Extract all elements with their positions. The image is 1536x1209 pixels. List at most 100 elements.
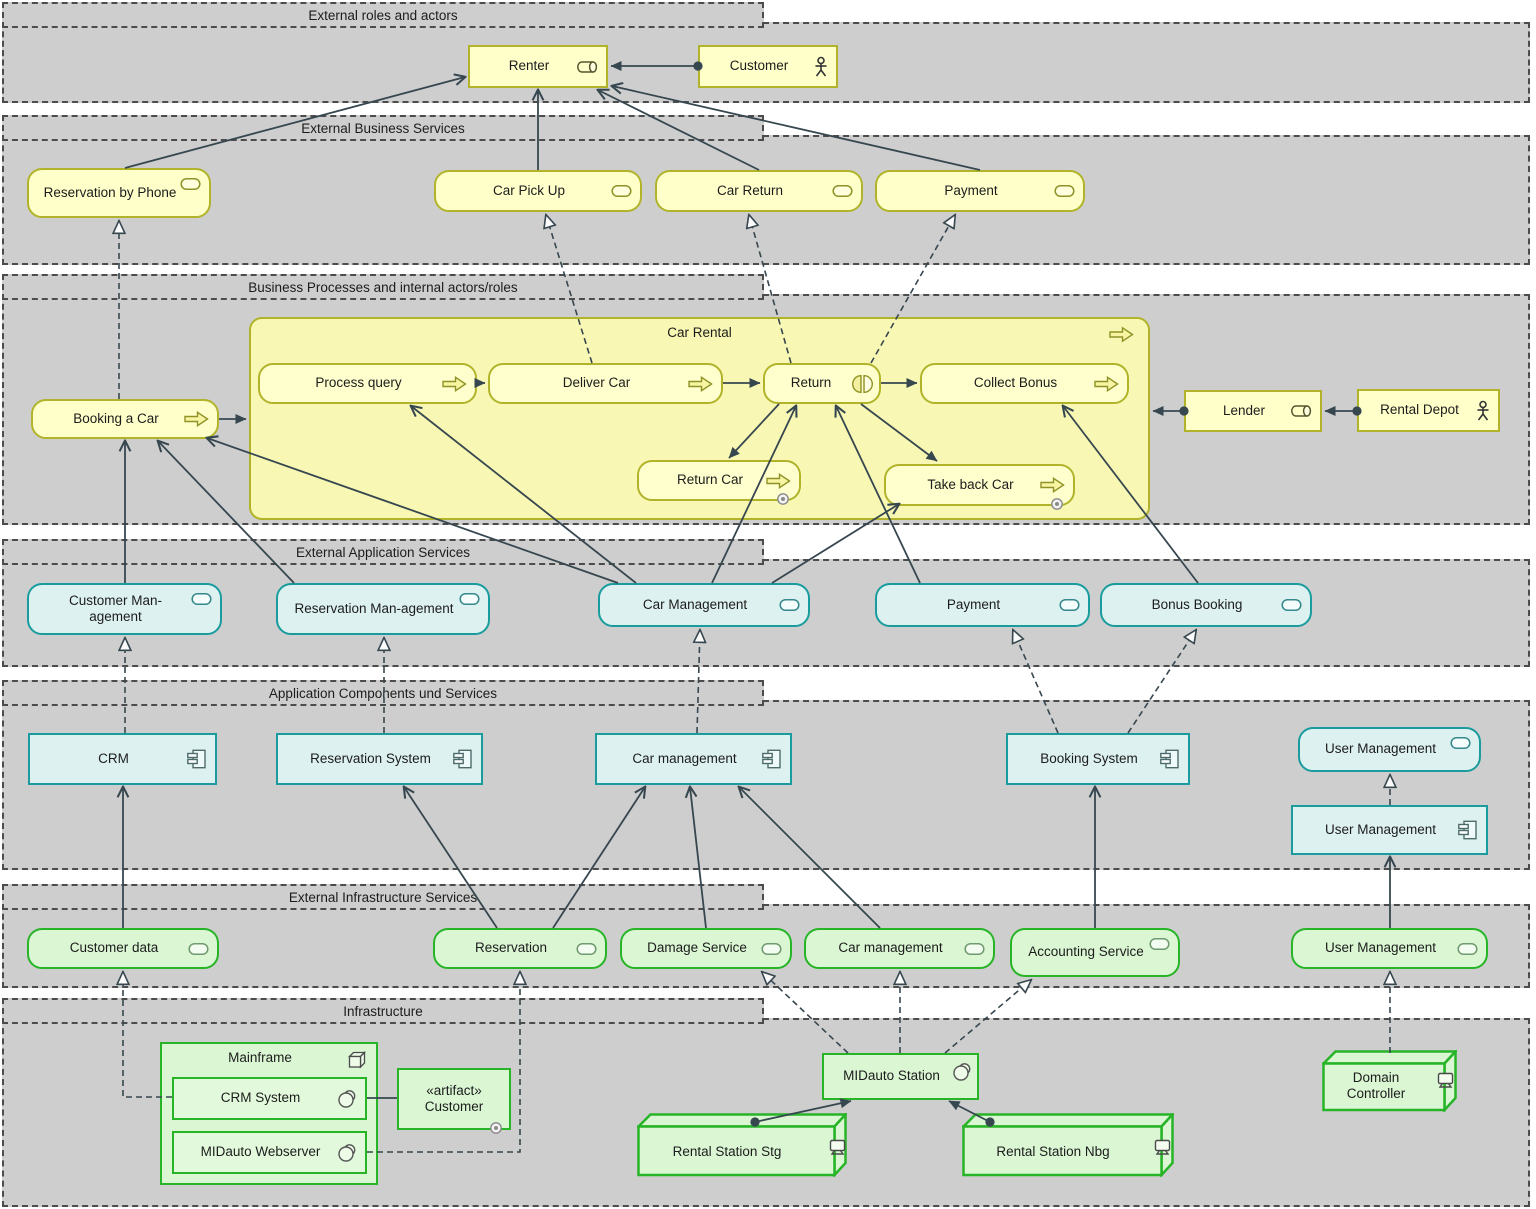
node-take-back-car[interactable]: Take back Car bbox=[884, 464, 1075, 510]
node-label: Car Management bbox=[642, 596, 748, 612]
node-payment-app-service[interactable]: Payment bbox=[875, 583, 1090, 627]
layer-title-label: External roles and actors bbox=[308, 7, 458, 23]
node-reservation-infra-service[interactable]: Reservation bbox=[433, 928, 607, 969]
node-car-pick-up[interactable]: Car Pick Up bbox=[434, 170, 642, 212]
layer-title-roles[interactable]: External roles and actors bbox=[2, 2, 764, 28]
node-label: Car Return bbox=[716, 182, 784, 198]
node-label: Car management bbox=[632, 750, 737, 766]
node-customer[interactable]: Customer bbox=[698, 45, 838, 88]
node-artifact-customer[interactable]: «artifact» Customer bbox=[397, 1068, 511, 1134]
node-car-management-service[interactable]: Car Management bbox=[598, 583, 810, 627]
node-label: Payment bbox=[944, 182, 998, 198]
service-icon bbox=[191, 592, 212, 606]
node-rental-station-nbg[interactable]: Rental Station Nbg bbox=[962, 1113, 1174, 1177]
system-software-icon bbox=[952, 1062, 972, 1082]
node-process-query[interactable]: Process query bbox=[258, 363, 477, 404]
node-label: Booking a Car bbox=[73, 410, 159, 426]
node-label: Renter bbox=[508, 58, 550, 74]
node-reservation-system-component[interactable]: Reservation System bbox=[276, 733, 483, 785]
layer-title-business-services[interactable]: External Business Services bbox=[2, 115, 764, 141]
actor-icon bbox=[1476, 400, 1490, 421]
node-reservation-management-service[interactable]: Reservation Man-agement bbox=[276, 583, 490, 635]
node-label: Bonus Booking bbox=[1151, 596, 1243, 612]
node-deliver-car[interactable]: Deliver Car bbox=[488, 363, 723, 404]
node-label: Rental Station Stg bbox=[672, 1144, 782, 1159]
node-label: Reservation bbox=[474, 940, 548, 956]
node-label: Booking System bbox=[1040, 750, 1138, 766]
node-crm-component[interactable]: CRM bbox=[28, 733, 217, 785]
node-label: Process query bbox=[315, 375, 402, 391]
node-crm-system[interactable]: CRM System bbox=[172, 1077, 367, 1120]
node-label: CRM bbox=[98, 750, 129, 766]
node-car-return[interactable]: Car Return bbox=[655, 170, 863, 212]
service-icon bbox=[459, 592, 480, 606]
service-icon bbox=[1450, 736, 1471, 750]
interaction-icon bbox=[852, 373, 873, 394]
node-label: Customer bbox=[729, 58, 789, 74]
node-label: Reservation Man-agement bbox=[294, 600, 454, 616]
node-booking-a-car[interactable]: Booking a Car bbox=[31, 399, 219, 439]
node-bonus-booking-service[interactable]: Bonus Booking bbox=[1100, 583, 1312, 627]
node-label: MIDauto Webserver bbox=[200, 1144, 321, 1160]
node-midauto-station[interactable]: MIDauto Station bbox=[822, 1053, 979, 1100]
node-damage-service[interactable]: Damage Service bbox=[620, 928, 792, 969]
node-renter[interactable]: Renter bbox=[468, 45, 608, 88]
layer-title-business-processes[interactable]: Business Processes and internal actors/r… bbox=[2, 274, 764, 300]
layer-title-application-services[interactable]: External Application Services bbox=[2, 539, 764, 565]
node-user-management-component[interactable]: User Management bbox=[1291, 805, 1488, 855]
node-accounting-service[interactable]: Accounting Service bbox=[1010, 928, 1180, 977]
component-icon bbox=[1457, 820, 1478, 841]
node-collect-bonus[interactable]: Collect Bonus bbox=[920, 363, 1129, 404]
node-customer-management-service[interactable]: Customer Man-agement bbox=[27, 583, 222, 635]
node-rental-depot[interactable]: Rental Depot bbox=[1357, 389, 1500, 432]
process-icon bbox=[1094, 375, 1119, 392]
node-label: MIDauto Station bbox=[843, 1068, 940, 1084]
layer-title-infrastructure-services[interactable]: External Infrastructure Services bbox=[2, 884, 764, 910]
layer-title-infrastructure[interactable]: Infrastructure bbox=[2, 998, 764, 1024]
service-icon bbox=[761, 942, 782, 955]
node-return[interactable]: Return bbox=[763, 363, 881, 404]
node-3d-shape bbox=[1322, 1050, 1457, 1112]
service-icon bbox=[576, 942, 597, 955]
layer-title-application-components[interactable]: Application Components und Services bbox=[2, 680, 764, 706]
node-label: Reservation System bbox=[310, 750, 431, 766]
node-return-car[interactable]: Return Car bbox=[637, 460, 801, 505]
node-label: Car management bbox=[838, 940, 943, 956]
node-lender[interactable]: Lender bbox=[1184, 390, 1322, 432]
service-icon bbox=[611, 184, 632, 198]
node-label: User Management bbox=[1324, 741, 1437, 757]
layer-title-label: External Application Services bbox=[295, 544, 471, 560]
node-midauto-webserver[interactable]: MIDauto Webserver bbox=[172, 1131, 367, 1174]
node-label: Customer Man-agement bbox=[68, 592, 163, 624]
node-user-management-infra-service[interactable]: User Management bbox=[1291, 928, 1488, 969]
node-rental-station-stg[interactable]: Rental Station Stg bbox=[637, 1113, 847, 1177]
node-label: Payment bbox=[946, 596, 1001, 612]
node-user-management-service-app[interactable]: User Management bbox=[1298, 727, 1481, 772]
component-icon bbox=[1159, 749, 1180, 770]
node-label: Return Car bbox=[676, 472, 744, 488]
service-icon bbox=[1149, 937, 1170, 951]
node-3d-shape bbox=[962, 1113, 1174, 1177]
node-label: Rental Depot bbox=[1380, 402, 1459, 418]
node-label: Rental Station Nbg bbox=[996, 1144, 1110, 1159]
process-icon bbox=[1040, 476, 1065, 494]
node-label: Mainframe bbox=[228, 1050, 292, 1065]
component-icon bbox=[761, 749, 782, 770]
node-reservation-by-phone[interactable]: Reservation by Phone bbox=[27, 168, 211, 218]
node-domain-controller[interactable]: Domain Controller bbox=[1322, 1050, 1457, 1112]
node-payment-business[interactable]: Payment bbox=[875, 170, 1085, 212]
system-software-icon bbox=[337, 1143, 357, 1163]
node-label: User Management bbox=[1324, 821, 1437, 837]
layer-title-label: Infrastructure bbox=[343, 1003, 423, 1019]
marker-badge-icon bbox=[1050, 497, 1064, 511]
node-booking-system-component[interactable]: Booking System bbox=[1006, 733, 1190, 785]
node-label: Customer bbox=[424, 1099, 484, 1114]
layer-title-label: Application Components und Services bbox=[268, 685, 498, 701]
node-customer-data-service[interactable]: Customer data bbox=[27, 928, 219, 969]
node-car-management-infra-service[interactable]: Car management bbox=[804, 928, 995, 969]
node-car-management-component[interactable]: Car management bbox=[595, 733, 792, 785]
layer-title-label: External Infrastructure Services bbox=[288, 889, 478, 905]
node-label: Car Pick Up bbox=[492, 182, 565, 198]
service-icon bbox=[1281, 598, 1302, 612]
